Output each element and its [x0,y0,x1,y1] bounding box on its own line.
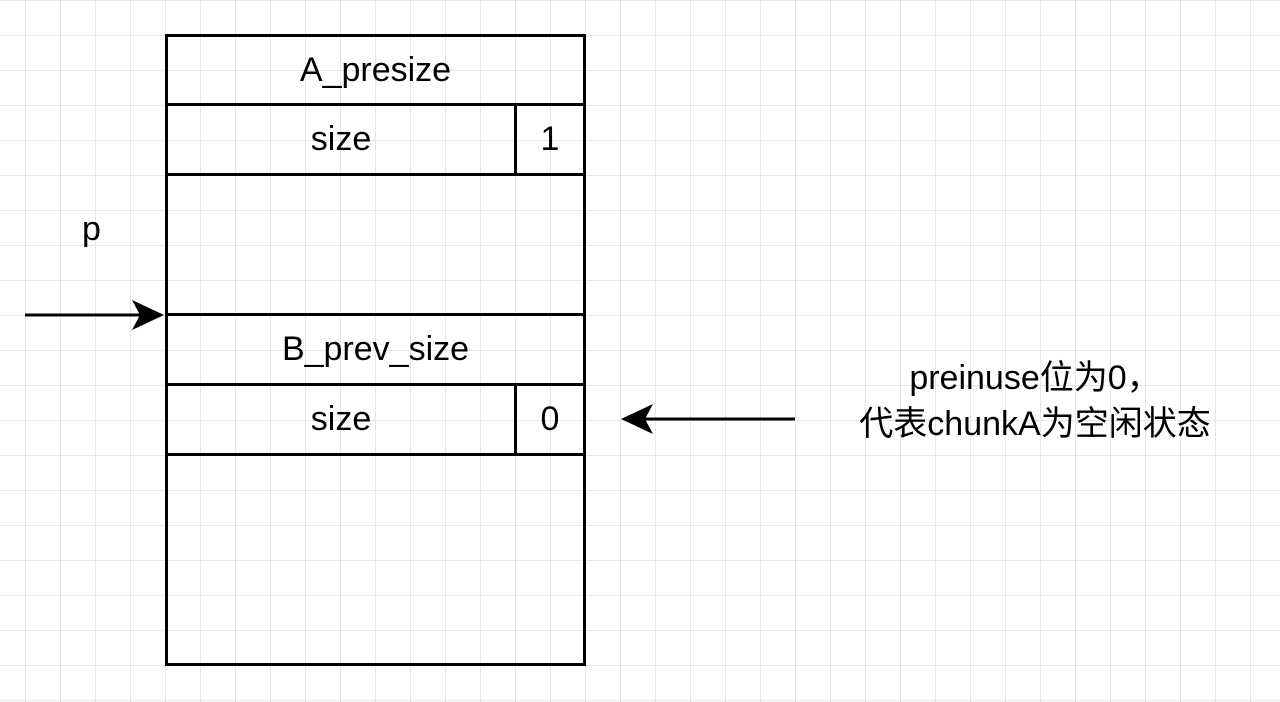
a-prev-inuse-bit: 1 [517,106,583,173]
separator-a-presize [165,103,586,106]
separator-a-size [165,173,586,176]
b-size-field: size [168,386,514,453]
prev-inuse-annotation: preinuse位为0， 代表chunkA为空闲状态 [800,355,1270,447]
pointer-arrowhead [132,300,164,330]
bit-divider-b [514,384,517,454]
annotation-line-2: 代表chunkA为空闲状态 [859,405,1211,443]
annotation-arrowhead [621,404,653,434]
bit-divider-a [514,104,517,174]
a-size-field: size [168,106,514,173]
a-size-label: size [310,120,372,158]
b-prev-size-label: B_prev_size [281,330,470,368]
annotation-arrow [621,404,795,434]
a-presize-label: A_presize [299,51,452,89]
separator-b-prev-size [165,383,586,386]
b-prev-size-field: B_prev_size [168,316,583,383]
pointer-arrow [25,300,164,330]
separator-b-size [165,453,586,456]
a-prev-inuse-value: 1 [540,120,560,158]
pointer-p-label: p [82,210,101,248]
b-prev-inuse-value: 0 [540,400,560,438]
chunk-outline [165,34,586,666]
a-presize-field: A_presize [168,37,583,104]
separator-b-start [165,313,586,316]
b-size-label: size [310,400,372,438]
b-prev-inuse-bit: 0 [517,386,583,453]
annotation-line-1: preinuse位为0， [909,359,1161,397]
